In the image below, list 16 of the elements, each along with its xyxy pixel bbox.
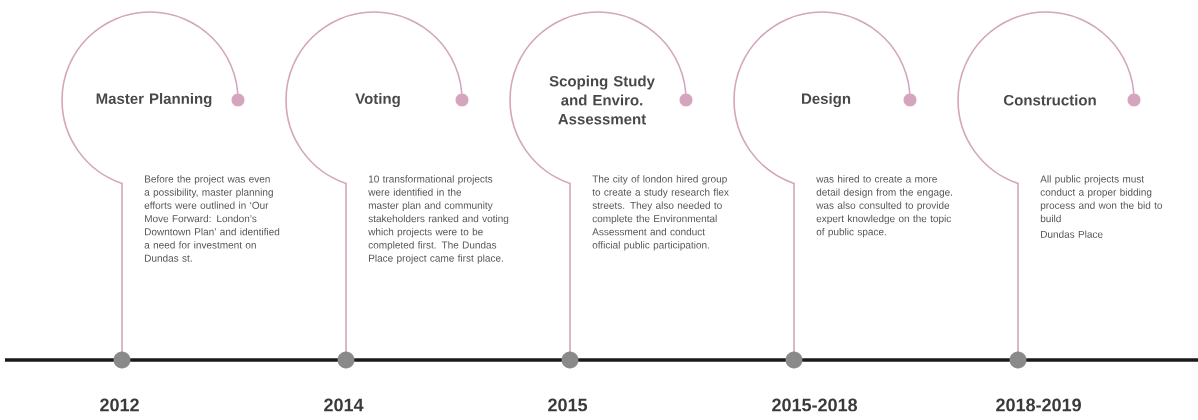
milestone-text: 10 transformational projects were identified in the master plan and community stakeholders ranked and voting which projects were to be completed first. The Dundas Place project came first place. — [368, 175, 509, 264]
milestone-text: All public projects must conduct a proper bidding process and won the bid to build — [1040, 175, 1163, 223]
year-label: 2018-2019 — [996, 398, 1081, 412]
milestone-text: was hired to create a more detail design from the engage. was also consulted to provide expert knowledge on the topic of public space. — [816, 175, 953, 238]
milestone-heading: Construction — [1003, 94, 1096, 106]
milestone-text: The city of london hired group to create a study research flex streets. They also needed to complete the Environmental Assessment and conduct official public participation. — [592, 175, 729, 251]
year-label: 2014 — [324, 398, 364, 412]
milestone-heading: Scoping Study and Enviro. Assessment — [549, 75, 655, 125]
year-label: 2015 — [548, 398, 588, 412]
milestone-heading: Voting — [355, 92, 400, 107]
milestone-heading: Design — [802, 92, 851, 107]
milestone-text: Before the project was even a possibility, master planning efforts were outlined in ‘Our Move Forward: London’s Downtown Plan’ and identified a need for investment on Dundas st. — [144, 175, 280, 262]
milestone-heading: Master Planning — [96, 92, 212, 107]
year-label: 2015-2018 — [772, 398, 858, 412]
year-label: 2012 — [100, 398, 139, 412]
milestone-text: Dundas Place — [1041, 230, 1103, 238]
